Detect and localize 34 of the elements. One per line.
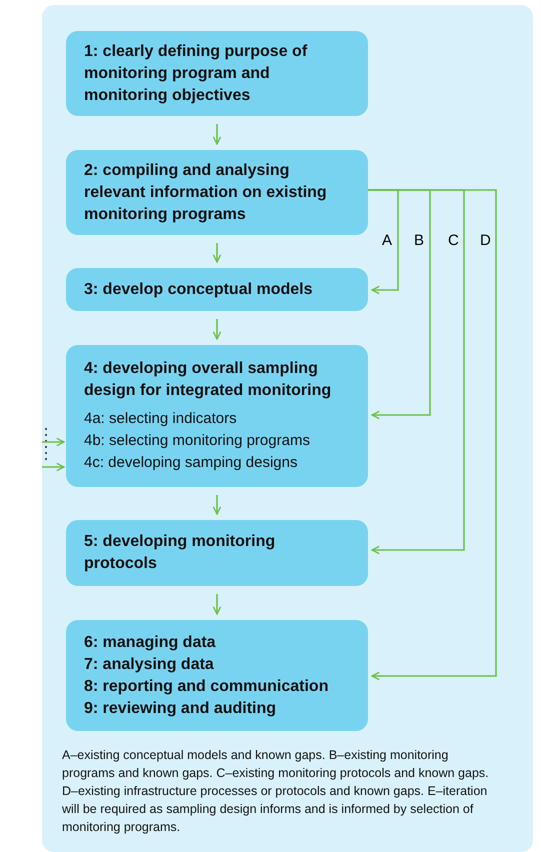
process-box	[66, 150, 368, 235]
step-text: 3: develop conceptual models	[84, 280, 314, 300]
arrow	[368, 189, 465, 554]
step-text: 1: clearly defining purpose of monitoring program and monitoring objectives	[84, 42, 308, 106]
process-box	[66, 345, 368, 487]
step-text: 4: developing overall sampling design for integrated monitoring	[84, 359, 332, 401]
process-box	[66, 268, 368, 311]
arrow	[212, 594, 222, 615]
process-box	[66, 31, 368, 116]
process-box	[66, 620, 368, 731]
arrow	[368, 189, 497, 680]
arrow	[368, 189, 399, 294]
arrow	[212, 495, 222, 515]
sub-step-text: 4a: selecting indicators	[84, 409, 238, 429]
arrow	[212, 243, 222, 263]
step-text: 8: reporting and communication	[84, 676, 330, 696]
sub-step-text: 4b: selecting monitoring programs	[84, 431, 311, 451]
arrow	[212, 319, 222, 340]
edge-label: D	[480, 233, 491, 248]
arrow	[42, 438, 65, 446]
edge-label: B	[414, 233, 424, 248]
edge-label: A	[382, 233, 392, 248]
step-text: 9: reviewing and auditing	[84, 698, 278, 718]
edge-label: C	[448, 233, 459, 248]
step-text: 5: developing monitoring protocols	[84, 532, 276, 574]
sub-step-text: 4c: developing samping designs	[84, 453, 298, 473]
arrow	[42, 462, 65, 472]
arrow	[212, 124, 222, 145]
process-box	[66, 520, 368, 586]
step-text: 6: managing data	[84, 632, 217, 652]
step-text: 2: compiling and analysing relevant information on existing monitoring programs	[84, 160, 328, 224]
arrow	[368, 189, 431, 420]
caption: A–existing conceptual models and known gaps. B–existing monitoring programs and known gaps. C–existing monitoring protocols and known gaps. D–existing infrastructure processes or protocols and known gaps. E–iteration will be required as sampling design informs and is informed by selection of monitoring programs.	[62, 747, 490, 836]
step-text: 7: analysing data	[84, 654, 215, 674]
